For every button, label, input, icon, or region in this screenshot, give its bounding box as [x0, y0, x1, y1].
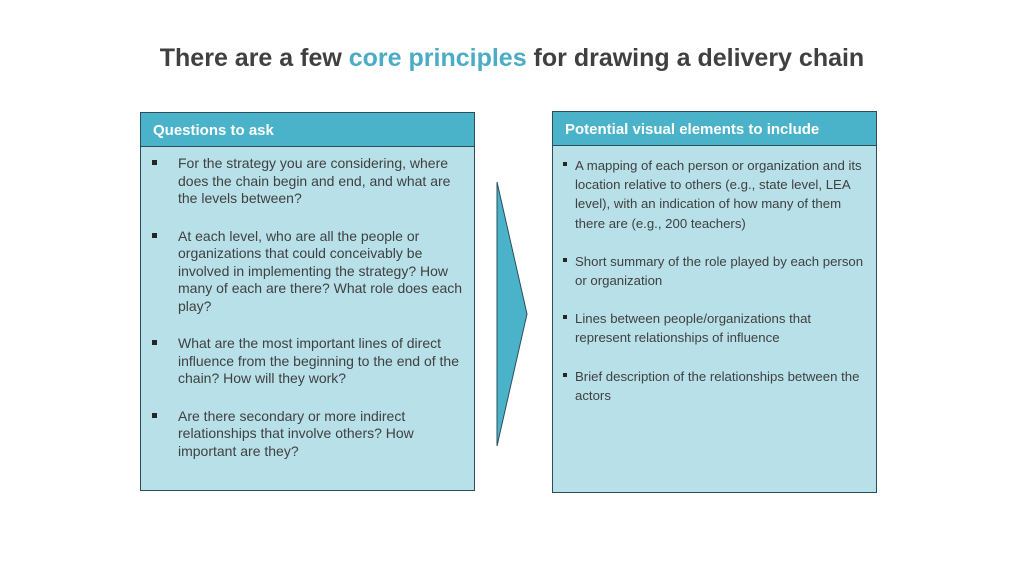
list-item-text: What are the most important lines of dir… — [178, 335, 459, 386]
list-item: What are the most important lines of dir… — [152, 335, 466, 388]
visual-elements-list: A mapping of each person or organization… — [553, 146, 876, 405]
list-item-text: A mapping of each person or organization… — [575, 158, 862, 231]
slide-title: There are a few core principles for draw… — [0, 44, 1024, 73]
list-item: A mapping of each person or organization… — [563, 156, 870, 233]
list-item: Lines between people/organizations that … — [563, 309, 870, 347]
list-item-text: At each level, who are all the people or… — [178, 227, 463, 314]
square-bullet-icon — [152, 232, 157, 238]
chevron-right-icon — [496, 181, 528, 447]
list-item-text: Lines between people/organizations that … — [575, 311, 812, 346]
list-item: For the strategy you are considering, wh… — [152, 155, 466, 208]
list-item: Short summary of the role played by each… — [563, 252, 870, 290]
list-item-text: Brief description of the relationships b… — [575, 368, 860, 403]
questions-panel-header: Questions to ask — [141, 113, 474, 147]
list-item-text: For the strategy you are considering, wh… — [178, 155, 451, 206]
list-item: At each level, who are all the people or… — [152, 227, 466, 316]
square-bullet-icon — [152, 340, 157, 345]
visual-elements-panel: Potential visual elements to include A m… — [552, 111, 877, 493]
title-accent: core principles — [348, 44, 527, 72]
square-bullet-icon — [563, 257, 567, 262]
title-text-after: for drawing a delivery chain — [526, 44, 865, 72]
title-text-before: There are a few — [159, 44, 349, 72]
list-item-text: Short summary of the role played by each… — [575, 253, 864, 289]
list-item-text: Are there secondary or more indirect rel… — [178, 407, 414, 459]
list-item: Are there secondary or more indirect rel… — [152, 407, 466, 461]
visual-elements-panel-header: Potential visual elements to include — [553, 112, 876, 146]
questions-panel: Questions to ask For the strategy you ar… — [140, 112, 475, 491]
questions-list: For the strategy you are considering, wh… — [141, 147, 474, 460]
square-bullet-icon — [563, 372, 567, 377]
square-bullet-icon — [152, 160, 157, 165]
list-item: Brief description of the relationships b… — [563, 367, 870, 405]
square-bullet-icon — [563, 162, 567, 166]
square-bullet-icon — [563, 315, 567, 320]
square-bullet-icon — [152, 412, 157, 418]
